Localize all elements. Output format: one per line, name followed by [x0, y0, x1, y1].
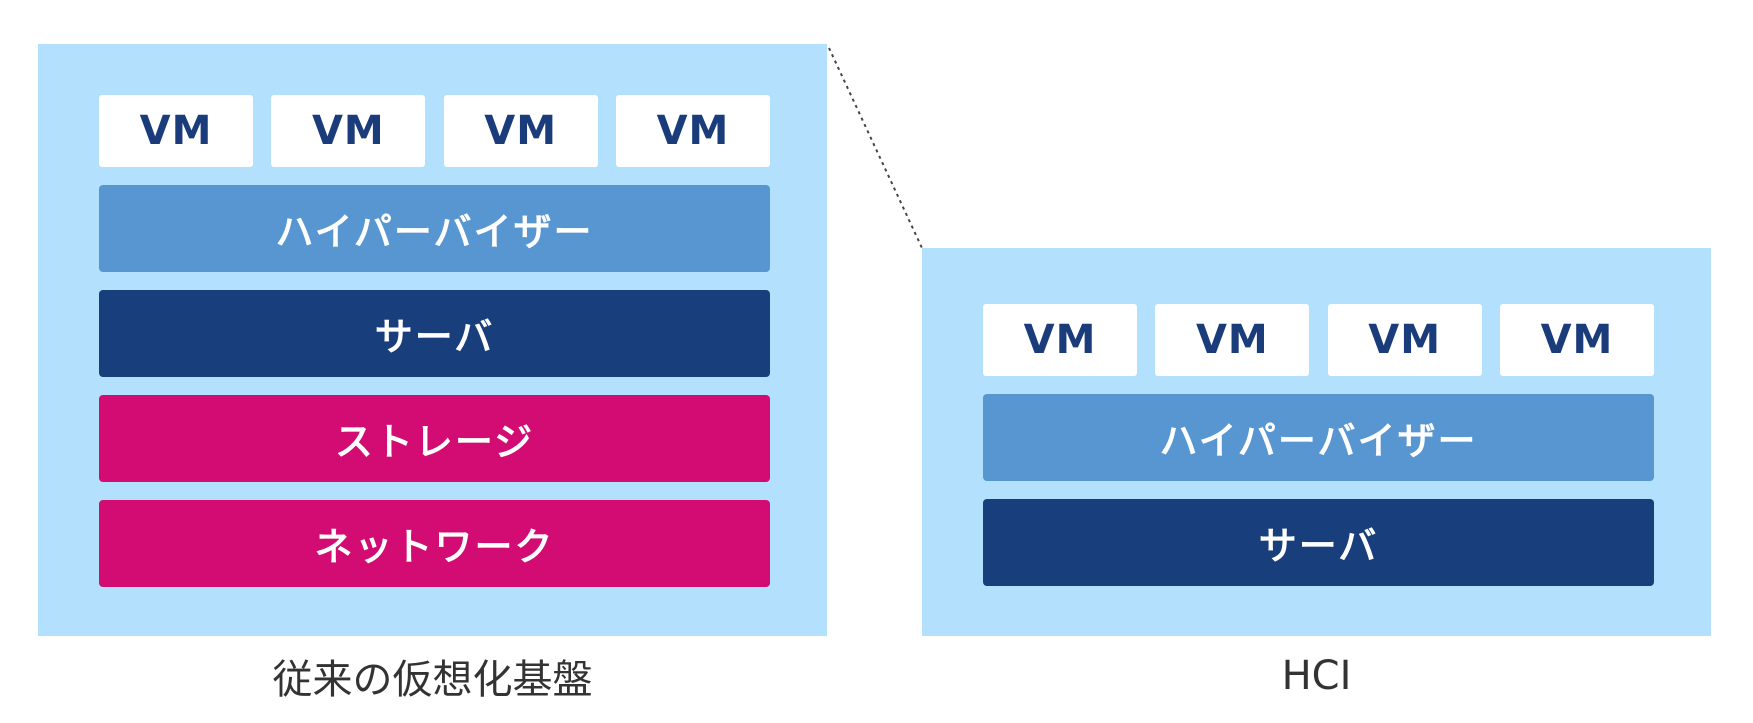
hci-panel: VM VM VM VM ハイパーバイザー サーバ [922, 248, 1711, 636]
vm-row: VM VM VM VM [99, 95, 770, 167]
hci-caption: HCI [1281, 653, 1352, 699]
storage-layer: ストレージ [99, 395, 770, 482]
vm-box: VM [983, 304, 1137, 376]
server-layer: サーバ [99, 290, 770, 377]
hypervisor-layer: ハイパーバイザー [983, 394, 1654, 481]
network-layer: ネットワーク [99, 500, 770, 587]
vm-box: VM [99, 95, 253, 167]
vm-row: VM VM VM VM [983, 304, 1654, 376]
vm-box: VM [1155, 304, 1310, 376]
vm-box: VM [1327, 304, 1482, 376]
vm-box: VM [271, 95, 426, 167]
vm-box: VM [615, 95, 770, 167]
server-layer: サーバ [983, 499, 1654, 586]
vm-box: VM [443, 95, 598, 167]
traditional-virtualization-panel: VM VM VM VM ハイパーバイザー サーバ ストレージ ネットワーク [38, 44, 827, 636]
hypervisor-layer: ハイパーバイザー [99, 185, 770, 272]
traditional-caption: 従来の仮想化基盤 [272, 657, 593, 703]
vm-box: VM [1499, 304, 1654, 376]
